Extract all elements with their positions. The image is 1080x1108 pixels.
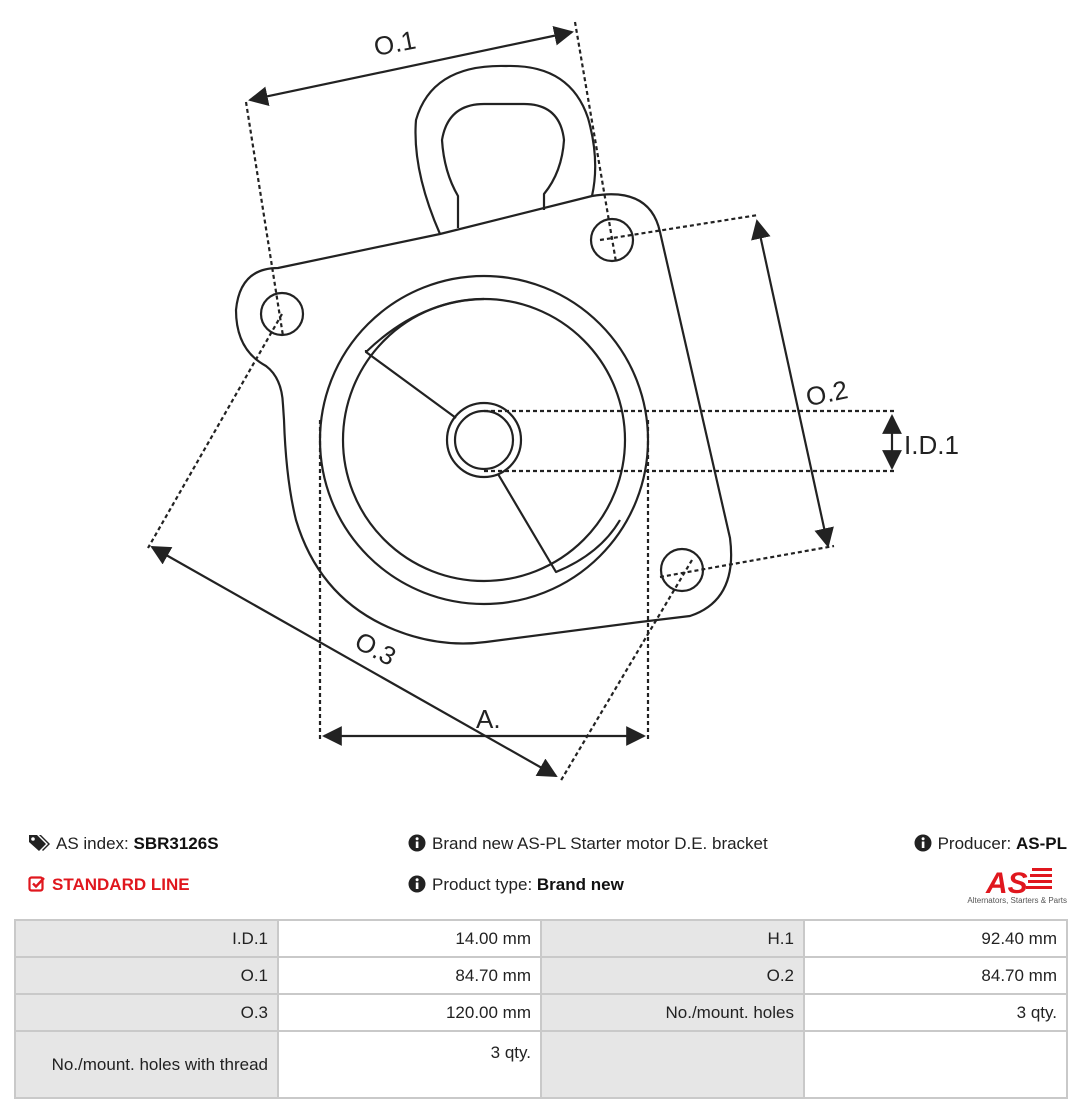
svg-text:AS: AS bbox=[985, 867, 1028, 900]
spec-value: 14.00 mm bbox=[277, 919, 542, 958]
spec-value: 84.70 mm bbox=[277, 956, 542, 995]
label-a: A. bbox=[476, 704, 501, 734]
table-row: O.1 84.70 mm O.2 84.70 mm bbox=[14, 956, 1068, 995]
spec-label: O.3 bbox=[14, 993, 279, 1032]
product-line-text: STANDARD LINE bbox=[52, 875, 190, 894]
spec-label: No./mount. holes bbox=[540, 993, 805, 1032]
spec-value: 120.00 mm bbox=[277, 993, 542, 1032]
producer: Producer: AS-PL bbox=[914, 834, 1067, 854]
product-type-value: Brand new bbox=[536, 875, 624, 894]
bore-outer bbox=[318, 274, 650, 606]
producer-label: Producer: bbox=[937, 834, 1012, 853]
label-o2: O.2 bbox=[803, 374, 850, 412]
dim-o3-arrow bbox=[150, 546, 558, 777]
shaft-outer bbox=[445, 401, 523, 479]
info-icon bbox=[408, 875, 426, 893]
check-square-icon bbox=[28, 876, 45, 892]
spec-value bbox=[803, 1030, 1068, 1099]
product-type: Product type: Brand new bbox=[408, 875, 624, 895]
description: Brand new AS-PL Starter motor D.E. brack… bbox=[408, 834, 768, 854]
dim-o2-arrow bbox=[751, 219, 834, 548]
mount-hole-2 bbox=[589, 217, 635, 263]
logo-tagline: Alternators, Starters & Parts bbox=[967, 896, 1067, 905]
spec-table: I.D.1 14.00 mm H.1 92.40 mm O.1 84.70 mm… bbox=[14, 919, 1068, 1099]
shaft-inner bbox=[453, 409, 515, 471]
spec-label: I.D.1 bbox=[14, 919, 279, 958]
tags-icon bbox=[29, 835, 50, 851]
description-text: Brand new AS-PL Starter motor D.E. brack… bbox=[432, 834, 768, 853]
product-type-label: Product type: bbox=[432, 875, 533, 894]
bracket-outline bbox=[234, 193, 733, 645]
as-index-label: AS index: bbox=[56, 834, 129, 853]
bracket-technical-drawing: O.1 O.2 I.D.1 A. O.3 bbox=[147, 21, 959, 783]
info-icon bbox=[408, 834, 426, 852]
spec-label bbox=[540, 1030, 805, 1099]
label-o1: O.1 bbox=[371, 24, 418, 61]
as-index: AS index: SBR3126S bbox=[28, 834, 219, 854]
as-index-value: SBR3126S bbox=[133, 834, 219, 853]
spec-label: H.1 bbox=[540, 919, 805, 958]
dim-o1-arrow bbox=[248, 25, 574, 107]
table-row: I.D.1 14.00 mm H.1 92.40 mm bbox=[14, 919, 1068, 958]
producer-value: AS-PL bbox=[1016, 834, 1067, 853]
bore-inner bbox=[341, 297, 627, 583]
spec-value: 92.40 mm bbox=[803, 919, 1068, 958]
info-icon bbox=[914, 834, 932, 852]
spec-label: No./mount. holes with thread bbox=[14, 1030, 279, 1099]
as-pl-logo: AS bbox=[985, 867, 1052, 900]
spec-label: O.2 bbox=[540, 956, 805, 995]
mount-hole-1 bbox=[259, 291, 305, 337]
table-row: O.3 120.00 mm No./mount. holes 3 qty. bbox=[14, 993, 1068, 1032]
spec-label: O.1 bbox=[14, 956, 279, 995]
spec-value: 3 qty. bbox=[803, 993, 1068, 1032]
spec-value: 84.70 mm bbox=[803, 956, 1068, 995]
bracket-lug-inner bbox=[440, 102, 566, 228]
spec-value: 3 qty. bbox=[277, 1030, 542, 1099]
table-row: No./mount. holes with thread 3 qty. bbox=[14, 1030, 1068, 1099]
product-line: STANDARD LINE bbox=[28, 875, 190, 895]
label-id1: I.D.1 bbox=[904, 430, 959, 460]
